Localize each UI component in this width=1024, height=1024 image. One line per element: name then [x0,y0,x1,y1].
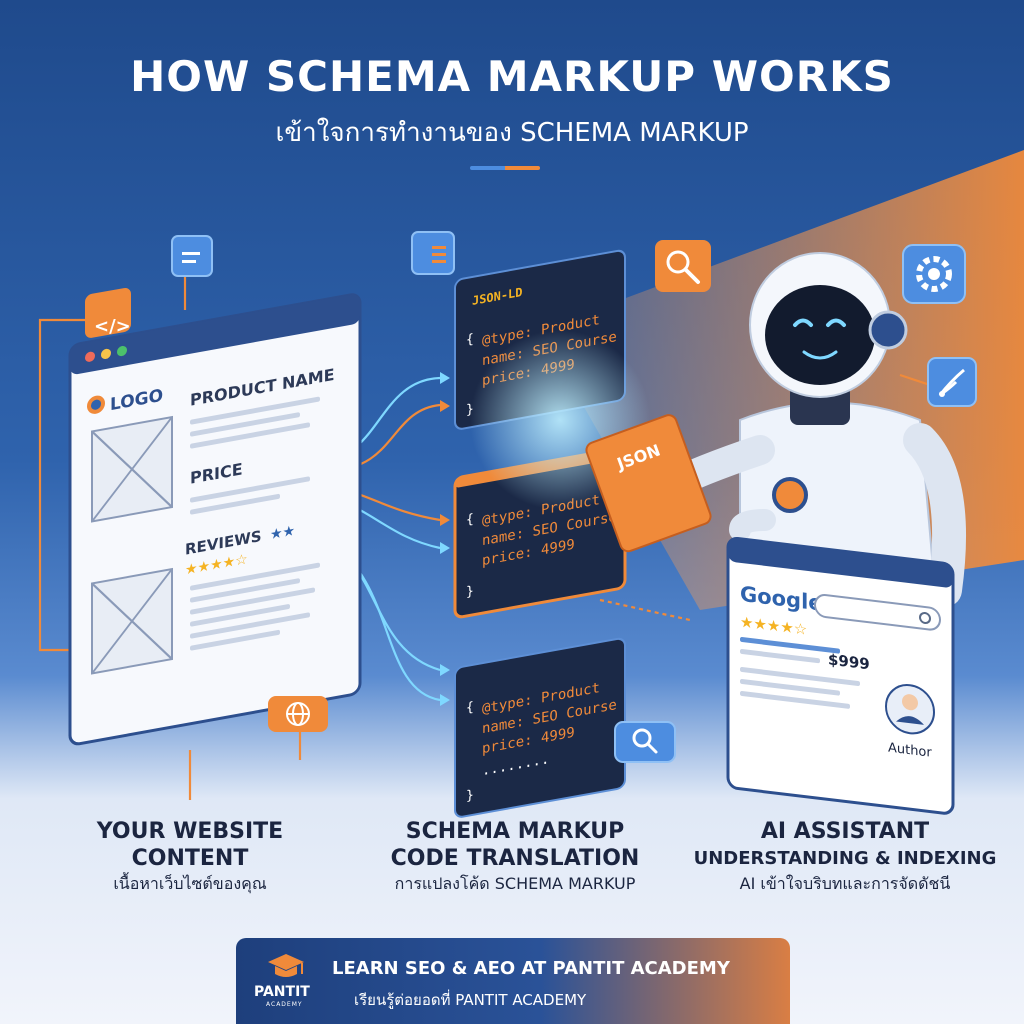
window-dot-green [117,345,127,357]
column-schema: SCHEMA MARKUP CODE TRANSLATION การแปลงโค… [360,818,670,897]
column-title-line2: CONTENT [131,846,249,871]
globe-icon [268,696,328,732]
column-ai: AI ASSISTANT UNDERSTANDING & INDEXING AI… [680,818,1010,897]
footer-cta-sub: เรียนรู้ต่อยอดที่ PANTIT ACADEMY [354,991,587,1009]
svg-text:{: { [466,512,474,528]
search-icon [614,721,676,763]
footer-banner[interactable]: PANTIT ACADEMY LEARN SEO & AEO AT PANTIT… [236,938,790,1024]
svg-text:}: } [466,584,474,600]
robot-chest-light [772,477,808,513]
svg-text:{: { [466,700,474,716]
column-title-line2: UNDERSTANDING & INDEXING [693,848,997,869]
svg-text:}: } [466,788,474,804]
footer-cta: LEARN SEO & AEO AT PANTIT ACADEMY [332,958,730,979]
page-subtitle: เข้าใจการทำงานของ SCHEMA MARKUP [275,118,749,148]
document-icon [171,235,213,277]
arrowheads [440,372,450,706]
website-mockup: LOGO PRODUCT NAME PRICE REVIEWS ★★★★☆ ★★ [68,293,362,746]
column-title-line1: SCHEMA MARKUP [405,819,625,844]
search-bar [814,594,941,631]
page-title: HOW SCHEMA MARKUP WORKS [130,52,894,101]
search-icon [655,240,711,292]
column-title-line1: YOUR WEBSITE [96,819,284,844]
wifi-icon [927,357,977,407]
author-label: Author [888,741,932,761]
code-panel-3: { @type: Product name: SEO Course price:… [454,637,626,818]
column-subtitle: AI เข้าใจบริบทและการจัดดัชนี [739,874,951,893]
gear-icon [902,244,966,304]
svg-text:{: { [466,332,474,348]
code-icon: </> [85,288,131,338]
window-dot-red [85,351,95,362]
column-website: YOUR WEBSITE CONTENT เนื้อหาเว็บไซต์ของค… [40,818,340,897]
title-divider [470,166,540,170]
window-dot-yellow [101,348,111,360]
json-card: JSON [585,414,712,553]
column-subtitle: การแปลงโค้ด SCHEMA MARKUP [394,874,636,893]
graduation-cap-icon [268,954,304,977]
column-title-line1: AI ASSISTANT [760,819,930,844]
footer-brand-sub: ACADEMY [266,1001,303,1008]
svg-text:</>: </> [94,316,131,337]
document-icon [411,231,455,275]
column-subtitle: เนื้อหาเว็บไซต์ของคุณ [113,874,267,893]
svg-text:}: } [466,402,474,418]
result-price: $999 [828,650,870,673]
footer-brand-name: PANTIT [254,984,310,1000]
search-result-panel: Google ★★★★☆ $999 Author [726,536,955,815]
column-title-line2: CODE TRANSLATION [390,846,640,871]
svg-text:★★: ★★ [270,523,295,543]
